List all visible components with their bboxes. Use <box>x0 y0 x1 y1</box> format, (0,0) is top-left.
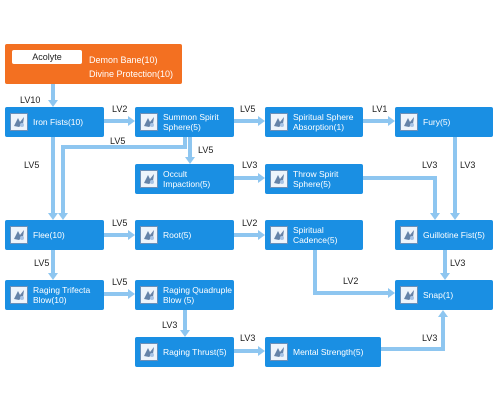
arrow-throw-to-guillotine <box>363 176 440 220</box>
arrow-mental-to-snap <box>381 310 448 351</box>
arrow-cadence-to-snap <box>313 250 395 298</box>
trifecta-icon <box>10 286 28 304</box>
skill-label: Occult Impaction(5) <box>163 169 211 189</box>
skill-mental-strength[interactable]: Mental Strength(5) <box>265 337 381 367</box>
guillotine-icon <box>400 226 418 244</box>
level-iron-fists-to-summon: LV2 <box>112 104 128 114</box>
skill-label: Flee(10) <box>33 230 65 240</box>
thrust-icon <box>140 343 158 361</box>
level-summon-to-flee: LV5 <box>110 136 126 146</box>
skill-label: Raging Thrust(5) <box>163 347 227 357</box>
skill-label: Raging Trifecta Blow(10) <box>33 285 91 305</box>
root-requirement-demon-bane: Demon Bane(10) <box>89 55 158 65</box>
level-absorption-to-fury: LV1 <box>372 104 388 114</box>
arrow-summon-to-occult <box>185 137 195 164</box>
arrow-flee-to-root <box>104 230 135 240</box>
arrow-iron-fists-to-summon <box>104 116 135 126</box>
root-class-label: Acolyte <box>12 50 82 64</box>
skill-label: Fury(5) <box>423 117 451 127</box>
occult-icon <box>140 170 158 188</box>
level-summon-to-occult: LV5 <box>198 145 214 155</box>
skill-snap[interactable]: Snap(1) <box>395 280 493 310</box>
level-fury-to-guillotine: LV3 <box>460 160 476 170</box>
level-thrust-to-mental: LV3 <box>240 333 256 343</box>
absorption-icon <box>270 113 288 131</box>
snap-icon <box>400 286 418 304</box>
throw-sphere-icon <box>270 170 288 188</box>
skill-fury[interactable]: Fury(5) <box>395 107 493 137</box>
arrow-fury-to-guillotine <box>450 137 460 220</box>
skill-spiritual-cadence[interactable]: Spiritual Cadence(5) <box>265 220 363 250</box>
skill-summon-spirit-sphere[interactable]: Summon Spirit Sphere(5) <box>135 107 234 137</box>
mental-icon <box>270 343 288 361</box>
skill-label: Iron Fists(10) <box>33 117 84 127</box>
level-acolyte-to-iron-fists: LV10 <box>20 95 41 105</box>
quadruple-icon <box>140 286 158 304</box>
level-iron-fists-to-flee: LV5 <box>24 160 40 170</box>
skill-spiritual-sphere-absorption[interactable]: Spiritual Sphere Absorption(1) <box>265 107 363 137</box>
arrow-quadruple-to-thrust <box>180 310 190 337</box>
skill-label: Guillotine Fist(5) <box>423 230 485 240</box>
spirit-sphere-icon <box>140 113 158 131</box>
skill-label: Root(5) <box>163 230 192 240</box>
skill-label: Throw Spirit Sphere(5) <box>293 169 339 189</box>
root-icon <box>140 226 158 244</box>
arrow-trifecta-to-quadruple <box>104 289 135 299</box>
fury-icon <box>400 113 418 131</box>
level-throw-to-guillotine: LV3 <box>422 160 438 170</box>
arrow-absorption-to-fury <box>363 116 395 126</box>
skill-guillotine-fist[interactable]: Guillotine Fist(5) <box>395 220 493 250</box>
root-class-box: Acolyte Demon Bane(10) Divine Protection… <box>5 44 182 84</box>
arrow-acolyte-to-iron-fists <box>48 84 58 107</box>
level-flee-to-trifecta: LV5 <box>34 258 50 268</box>
level-mental-to-snap: LV3 <box>422 333 438 343</box>
level-occult-to-throw: LV3 <box>242 160 258 170</box>
fist-icon <box>10 113 28 131</box>
skill-flee[interactable]: Flee(10) <box>5 220 104 250</box>
skill-label: Snap(1) <box>423 290 454 300</box>
skill-throw-spirit-sphere[interactable]: Throw Spirit Sphere(5) <box>265 164 363 194</box>
skill-label: Raging Quadruple Blow (5) <box>163 285 232 305</box>
level-cadence-to-snap: LV2 <box>343 276 359 286</box>
skill-label: Spiritual Cadence(5) <box>293 225 338 245</box>
root-requirement-divine-protection: Divine Protection(10) <box>89 69 174 79</box>
skill-raging-trifecta-blow[interactable]: Raging Trifecta Blow(10) <box>5 280 104 310</box>
arrow-occult-to-throw <box>234 173 265 183</box>
arrow-iron-fists-to-flee <box>48 137 58 220</box>
flee-icon <box>10 226 28 244</box>
level-flee-to-root: LV5 <box>112 218 128 228</box>
skill-label: Mental Strength(5) <box>293 347 364 357</box>
arrow-summon-to-flee <box>58 137 187 220</box>
arrow-flee-to-trifecta <box>48 250 58 280</box>
skill-label: Summon Spirit Sphere(5) <box>163 112 219 132</box>
level-guillotine-to-snap: LV3 <box>450 258 466 268</box>
skill-iron-fists[interactable]: Iron Fists(10) <box>5 107 104 137</box>
level-summon-to-absorption: LV5 <box>240 104 256 114</box>
skill-label: Spiritual Sphere Absorption(1) <box>293 112 354 132</box>
skill-occult-impaction[interactable]: Occult Impaction(5) <box>135 164 234 194</box>
arrow-summon-to-absorption <box>234 116 265 126</box>
skill-raging-quadruple-blow[interactable]: Raging Quadruple Blow (5) <box>135 280 234 310</box>
arrow-guillotine-to-snap <box>440 250 450 280</box>
arrow-thrust-to-mental <box>234 346 265 356</box>
level-quadruple-to-thrust: LV3 <box>162 320 178 330</box>
cadence-icon <box>270 226 288 244</box>
arrow-root-to-cadence <box>234 230 265 240</box>
level-trifecta-to-quadruple: LV5 <box>112 277 128 287</box>
skill-raging-thrust[interactable]: Raging Thrust(5) <box>135 337 234 367</box>
skill-root[interactable]: Root(5) <box>135 220 234 250</box>
level-root-to-cadence: LV2 <box>242 218 258 228</box>
